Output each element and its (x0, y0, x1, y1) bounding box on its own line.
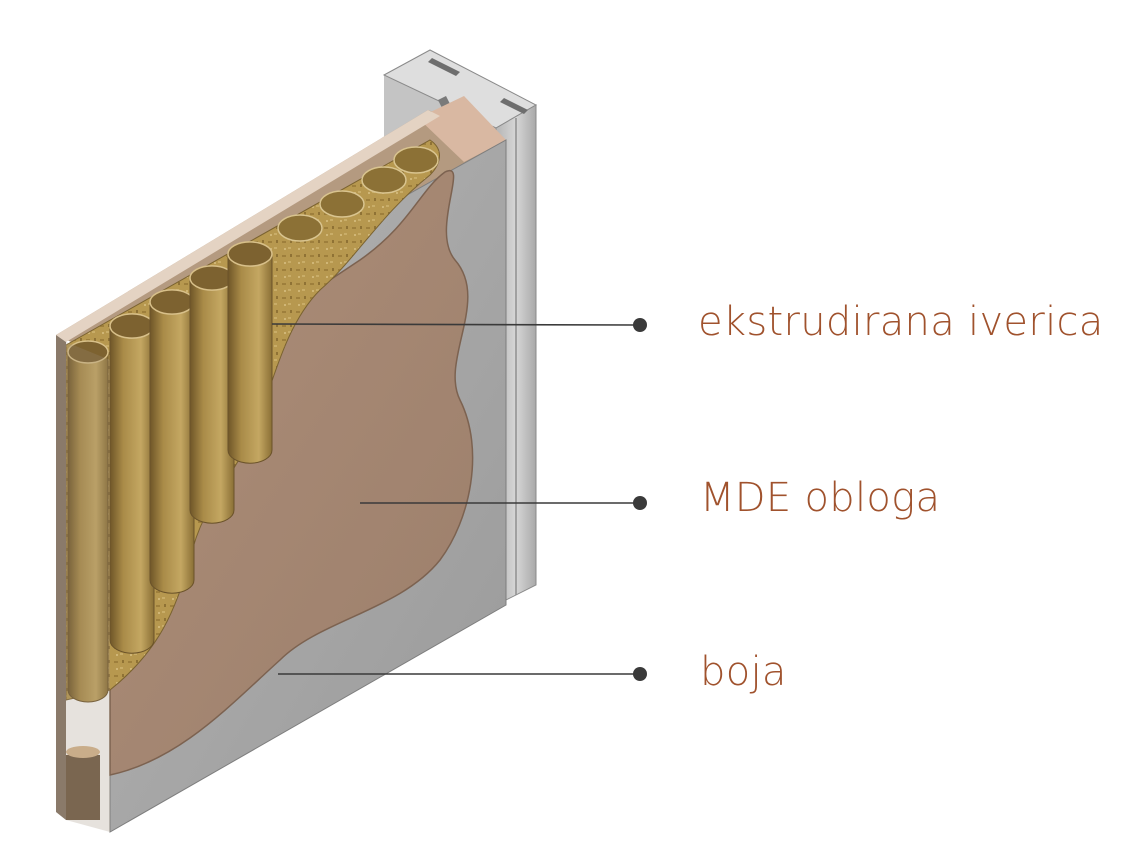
tube-5 (228, 242, 272, 463)
tube-4 (190, 266, 234, 523)
tube-opening (190, 266, 234, 290)
tube-3 (150, 290, 194, 593)
tube-body (150, 302, 194, 593)
tube-body (110, 326, 154, 653)
label-paint: boja (700, 652, 787, 692)
leader-dot-paint (633, 667, 647, 681)
top-hole-2 (320, 191, 364, 217)
leader-line-chipboard (272, 324, 640, 325)
leader-dot-mdf (633, 496, 647, 510)
label-mdf-cladding: MDE obloga (700, 478, 940, 518)
tube-opening (228, 242, 272, 266)
tube-opening (110, 314, 154, 338)
leader-dot-chipboard (633, 318, 647, 332)
top-hole-3 (362, 167, 406, 193)
top-hole-1 (278, 215, 322, 241)
label-chipboard: ekstrudirana iverica (698, 302, 1104, 342)
door-left-edge (56, 335, 110, 832)
top-hole-4 (394, 147, 438, 173)
tube-opening (150, 290, 194, 314)
tube-2 (110, 314, 154, 653)
tube-body (190, 278, 234, 523)
tube-body (228, 254, 272, 463)
